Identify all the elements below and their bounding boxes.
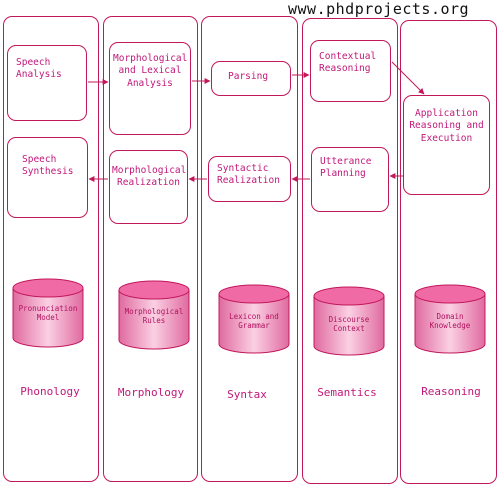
lexicon-db-icon	[218, 284, 290, 354]
column-label-reasoning: Reasoning	[421, 385, 481, 398]
morph-realization-box: Morphological Realization	[109, 150, 188, 224]
domain-db-label: Domain Knowledge	[429, 312, 471, 331]
column-label-syntax: Syntax	[227, 388, 267, 401]
utterance-planning-box: Utterance Planning	[311, 147, 389, 212]
speech-synthesis-box: Speech Synthesis	[7, 137, 88, 218]
morph-lexical-analysis-box: Morphological and Lexical Analysis	[109, 42, 191, 135]
lexicon-db-label: Lexicon and Grammar	[229, 312, 279, 331]
watermark-text: www.phdprojects.org	[288, 0, 470, 18]
arrow-contextual-to-application	[391, 61, 425, 95]
syntactic-realization-box: Syntactic Realization	[208, 156, 291, 202]
column-label-morphology: Morphology	[117, 386, 185, 399]
speech-analysis-box: Speech Analysis	[7, 45, 87, 121]
morph-rules-db-label: Morphological Rules	[124, 307, 184, 326]
discourse-db-icon	[313, 286, 385, 356]
domain-db-icon	[414, 284, 486, 354]
contextual-reasoning-box: Contextual Reasoning	[310, 40, 391, 102]
pronunciation-db-label: Pronunciation Model	[18, 304, 78, 323]
column-label-semantics: Semantics	[317, 386, 377, 399]
discourse-db-label: Discourse Context	[328, 315, 370, 334]
pronunciation-db-icon	[12, 278, 84, 348]
parsing-box: Parsing	[211, 61, 291, 96]
application-reasoning-box: Application Reasoning and Execution	[403, 95, 490, 195]
column-label-phonology: Phonology	[20, 385, 80, 398]
morph-rules-db-icon	[118, 280, 190, 350]
